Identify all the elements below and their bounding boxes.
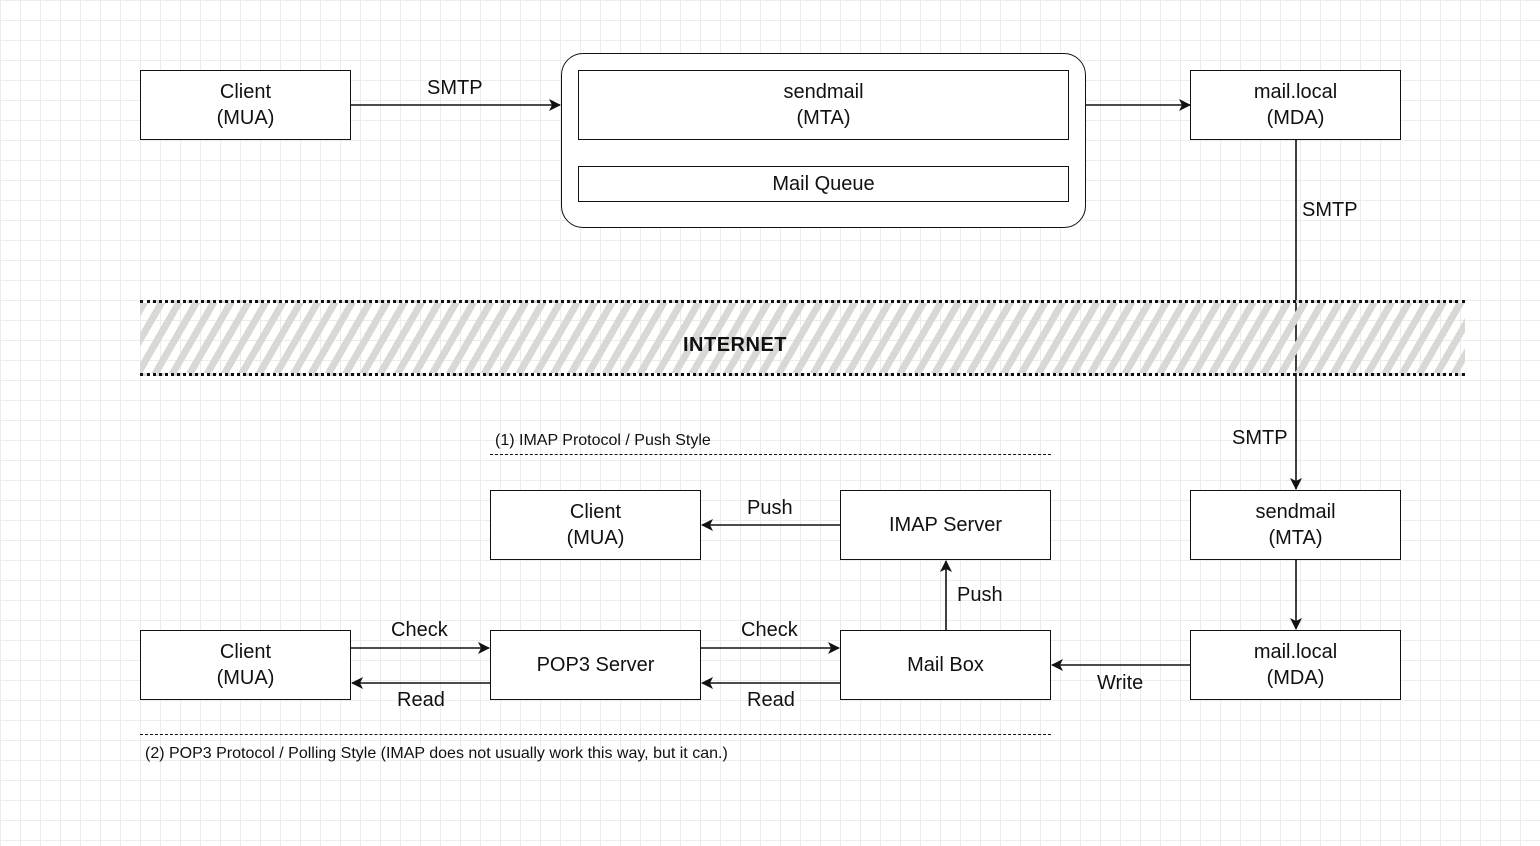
imap-section-note: (1) IMAP Protocol / Push Style bbox=[495, 432, 711, 449]
internet-label: INTERNET bbox=[683, 334, 787, 356]
write-label: Write bbox=[1097, 672, 1144, 694]
check-label-server: Check bbox=[741, 619, 798, 641]
read-label-server: Read bbox=[747, 689, 795, 711]
push-label-left: Push bbox=[747, 497, 793, 519]
mail-local-mda-top: mail.local (MDA) bbox=[1190, 70, 1401, 140]
mail-box: Mail Box bbox=[840, 630, 1051, 700]
mail-local-mda-bottom: mail.local (MDA) bbox=[1190, 630, 1401, 700]
smtp-label-down: SMTP bbox=[1302, 199, 1358, 221]
client-mua-imap: Client (MUA) bbox=[490, 490, 701, 560]
check-label-client: Check bbox=[391, 619, 448, 641]
imap-section-divider bbox=[490, 454, 1051, 455]
push-label-up: Push bbox=[957, 584, 1003, 606]
client-mua-pop3: Client (MUA) bbox=[140, 630, 351, 700]
pop3-server: POP3 Server bbox=[490, 630, 701, 700]
pop3-section-divider bbox=[140, 734, 1051, 735]
mail-queue: Mail Queue bbox=[578, 166, 1069, 202]
smtp-label-top: SMTP bbox=[427, 77, 483, 99]
sendmail-mta-bottom: sendmail (MTA) bbox=[1190, 490, 1401, 560]
sendmail-mta-top: sendmail (MTA) bbox=[578, 70, 1069, 140]
read-label-client: Read bbox=[397, 689, 445, 711]
internet-band bbox=[140, 300, 1465, 376]
client-mua-top: Client (MUA) bbox=[140, 70, 351, 140]
smtp-label-bottom: SMTP bbox=[1232, 427, 1288, 449]
imap-server: IMAP Server bbox=[840, 490, 1051, 560]
pop3-section-note: (2) POP3 Protocol / Polling Style (IMAP … bbox=[145, 745, 728, 762]
